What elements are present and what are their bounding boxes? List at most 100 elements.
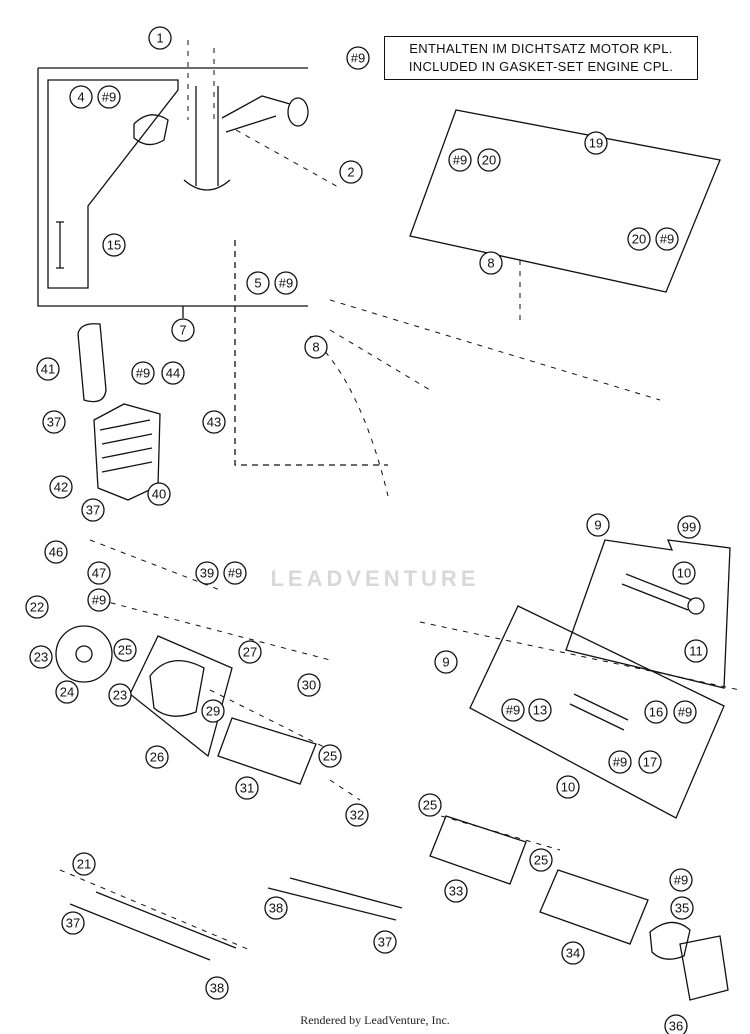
callout-c11: 11 xyxy=(684,639,708,663)
gasket-35 xyxy=(649,921,691,960)
callout-c31: 31 xyxy=(235,776,259,800)
callout-circle xyxy=(202,410,226,434)
callout-circle xyxy=(42,410,66,434)
callout-label: 33 xyxy=(449,884,463,899)
legend-line-2: INCLUDED IN GASKET-SET ENGINE CPL. xyxy=(408,59,674,74)
frame-piston-kit xyxy=(47,79,179,289)
callout-c25a: 25 xyxy=(113,638,137,662)
callout-label: 23 xyxy=(34,650,48,665)
callout-label: 5 xyxy=(254,276,261,291)
callout-c9g: 9 xyxy=(434,650,458,674)
callout-label: 11 xyxy=(689,644,703,659)
callout-c20a: 20 xyxy=(477,148,501,172)
frame-part-99 xyxy=(565,539,731,689)
callout-circle xyxy=(161,361,185,385)
callout-label: 39 xyxy=(200,566,214,581)
connecting-rod xyxy=(56,221,64,269)
intake-manifold xyxy=(221,95,291,133)
callout-circle xyxy=(673,700,697,724)
callout-label: 36 xyxy=(669,1019,683,1034)
callout-c40: 40 xyxy=(147,482,171,506)
callout-label: 32 xyxy=(350,808,364,823)
callout-label: 10 xyxy=(561,780,575,795)
callout-circle xyxy=(586,513,610,537)
callout-circle xyxy=(556,775,580,799)
callout-c37b: 37 xyxy=(81,498,105,522)
callout-label: 4 xyxy=(77,90,84,105)
callout-label: 9 xyxy=(594,518,601,533)
callout-label: 15 xyxy=(107,238,121,253)
cylinder-tube xyxy=(183,86,231,191)
callout-label: 16 xyxy=(649,705,663,720)
frame-part-33 xyxy=(429,815,527,885)
callout-c17: 17 xyxy=(638,750,662,774)
frame-part-31 xyxy=(217,717,317,785)
callout-c9b: #9 xyxy=(655,227,679,251)
callout-c13: 13 xyxy=(528,698,552,722)
callout-label: 46 xyxy=(49,545,63,560)
callout-label: 2 xyxy=(347,165,354,180)
callout-c26: 26 xyxy=(145,745,169,769)
callout-circle xyxy=(87,561,111,585)
piston xyxy=(133,114,169,146)
callout-circle xyxy=(418,793,442,817)
callout-circle xyxy=(205,976,229,1000)
callout-c34: 34 xyxy=(561,941,585,965)
callout-label: #9 xyxy=(102,90,116,105)
callout-label: 40 xyxy=(152,487,166,502)
frame-camshaft-group xyxy=(409,109,721,293)
callout-c29: 29 xyxy=(201,699,225,723)
callout-c9f: 9 xyxy=(586,513,610,537)
callout-c37d: 37 xyxy=(373,930,397,954)
callout-circle xyxy=(223,561,247,585)
callout-label: 25 xyxy=(323,749,337,764)
callout-c20b: 20 xyxy=(627,227,651,251)
callout-c46: 46 xyxy=(44,540,68,564)
callout-label: 30 xyxy=(302,678,316,693)
callout-c9d: #9 xyxy=(87,588,111,612)
callout-circle xyxy=(670,896,694,920)
callout-c9c: #9 xyxy=(131,361,155,385)
callout-c25d: 25 xyxy=(529,848,553,872)
callout-circle xyxy=(81,498,105,522)
callout-c4b: #9 xyxy=(97,85,121,109)
callout-c47: 47 xyxy=(87,561,111,585)
callout-label: 42 xyxy=(54,480,68,495)
callout-label: 99 xyxy=(682,520,696,535)
callout-label: #9 xyxy=(279,276,293,291)
callout-c43: 43 xyxy=(202,410,226,434)
callout-circle xyxy=(684,639,708,663)
legend-line-1: ENTHALTEN IM DICHTSATZ MOTOR KPL. xyxy=(409,41,673,56)
callout-c9e: #9 xyxy=(223,561,247,585)
callout-circle xyxy=(131,361,155,385)
callout-c10a: 10 xyxy=(672,561,696,585)
callout-label: 9 xyxy=(442,655,449,670)
callout-circle xyxy=(72,852,96,876)
callout-label: 38 xyxy=(269,901,283,916)
callout-label: #9 xyxy=(351,51,365,66)
callout-label: 27 xyxy=(243,645,257,660)
callout-circle xyxy=(201,699,225,723)
callout-circle xyxy=(664,1014,688,1034)
callout-circle xyxy=(235,776,259,800)
callout-label: 26 xyxy=(150,750,164,765)
callout-c2: 2 xyxy=(339,160,363,184)
callout-label: #9 xyxy=(136,366,150,381)
callout-circle xyxy=(147,482,171,506)
callout-circle xyxy=(238,640,262,664)
frame-part-34 xyxy=(539,869,649,945)
frame-part-26 xyxy=(129,635,233,758)
callout-c19: 19 xyxy=(584,131,608,155)
callout-label: 41 xyxy=(41,362,55,377)
callout-label: 37 xyxy=(86,503,100,518)
callout-label: #9 xyxy=(613,755,627,770)
callout-c15: 15 xyxy=(102,233,126,257)
callout-circle xyxy=(479,251,503,275)
callout-label: #9 xyxy=(678,705,692,720)
callout-label: 20 xyxy=(632,232,646,247)
callout-circle xyxy=(108,683,132,707)
callout-circle xyxy=(171,318,195,342)
chain-sprocket xyxy=(55,625,113,683)
callout-c39: 39 xyxy=(195,561,219,585)
